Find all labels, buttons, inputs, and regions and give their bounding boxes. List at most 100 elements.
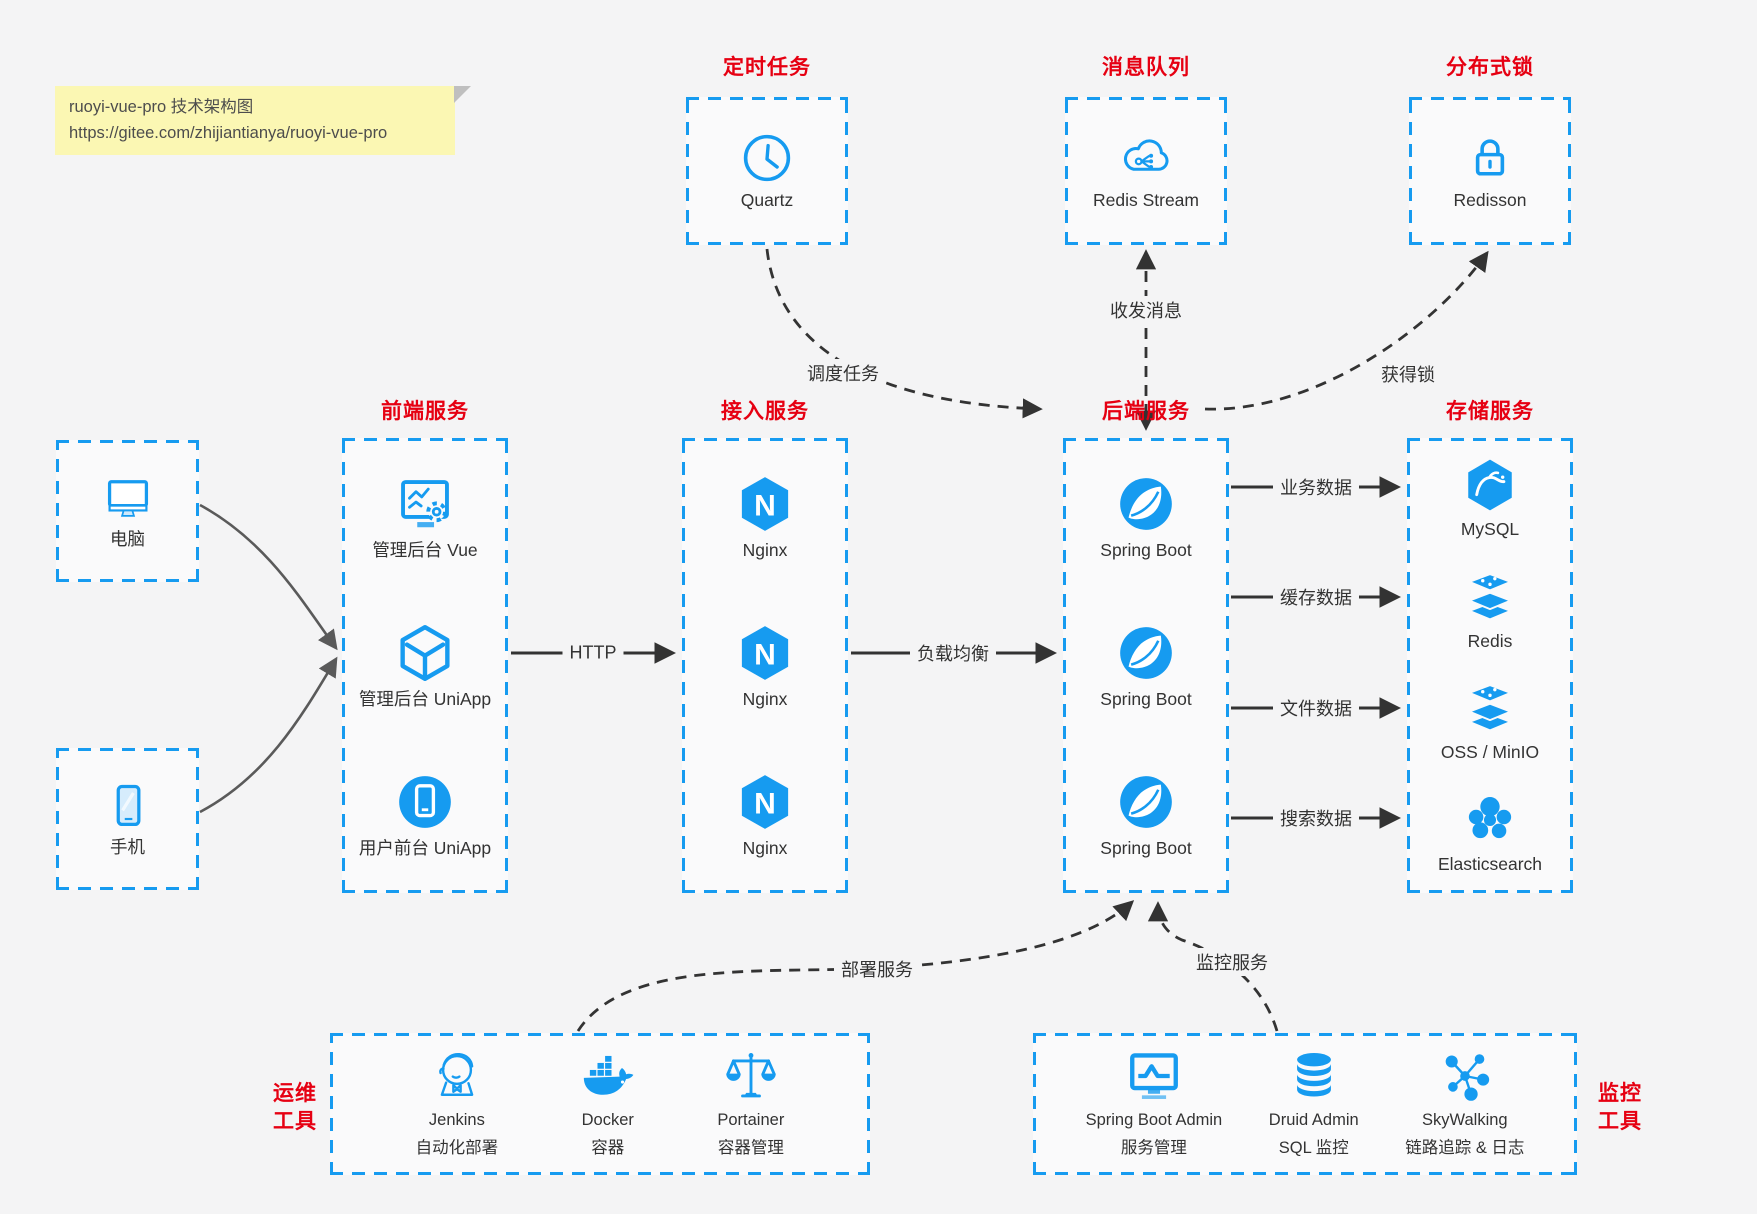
spring-boot-icon bbox=[1120, 477, 1172, 530]
group-title-access: 接入服务 bbox=[721, 400, 809, 423]
node-label: Nginx bbox=[742, 688, 788, 709]
box-ops-tools: Jenkins 自动化部署 Docker 容器 bbox=[330, 1033, 870, 1175]
node-spring-boot-3: Spring Boot bbox=[1100, 771, 1192, 859]
nginx-icon: N bbox=[741, 774, 789, 829]
user-app-icon bbox=[399, 775, 451, 828]
lock-icon bbox=[1475, 139, 1505, 176]
group-title-message-queue: 消息队列 bbox=[1102, 56, 1190, 79]
group-title-scheduled-task: 定时任务 bbox=[723, 56, 811, 79]
group-title-line: 工具 bbox=[273, 1110, 317, 1134]
edge-label-monitor-service: 监控服务 bbox=[1189, 948, 1275, 976]
group-title-ops-tools: 运维 工具 bbox=[266, 1080, 324, 1137]
node-admin-uniapp: 管理后台 UniApp bbox=[359, 622, 491, 710]
node-label: 用户前台 UniApp bbox=[358, 837, 492, 858]
nginx-icon: N bbox=[741, 476, 789, 531]
node-nginx-3: N Nginx bbox=[735, 771, 795, 859]
node-label: Quartz bbox=[740, 190, 794, 210]
edge-label-search-data: 搜索数据 bbox=[1273, 804, 1359, 832]
desktop-icon bbox=[107, 480, 148, 517]
box-mobile-client: 手机 bbox=[56, 748, 199, 890]
node-sublabel: 链路追踪 & 日志 bbox=[1405, 1139, 1525, 1157]
group-title-line: 工具 bbox=[1598, 1110, 1642, 1134]
node-nginx-2: N Nginx bbox=[735, 622, 795, 710]
edge-mobile-to-frontend bbox=[199, 656, 338, 814]
box-access-services: N Nginx N Nginx N Nginx bbox=[682, 438, 848, 893]
note-fold-corner bbox=[454, 86, 471, 103]
node-label: OSS / MinIO bbox=[1440, 742, 1540, 763]
edge-label-send-receive-message: 收发消息 bbox=[1103, 296, 1189, 324]
node-label: Redis Stream bbox=[1092, 190, 1199, 210]
node-jenkins: Jenkins 自动化部署 bbox=[416, 1047, 498, 1161]
note-title: ruoyi-vue-pro 技术架构图 bbox=[69, 98, 254, 116]
box-redisson: Redisson bbox=[1409, 97, 1571, 245]
node-oss-minio: OSS / MinIO bbox=[1441, 679, 1539, 763]
node-user-uniapp: 用户前台 UniApp bbox=[359, 771, 491, 859]
spring-boot-icon bbox=[1120, 626, 1172, 679]
svg-text:N: N bbox=[754, 787, 776, 820]
node-spring-boot-2: Spring Boot bbox=[1100, 622, 1192, 710]
edge-label-acquire-lock: 获得锁 bbox=[1374, 360, 1442, 388]
jenkins-icon bbox=[439, 1053, 474, 1097]
mysql-icon bbox=[1468, 459, 1512, 511]
node-label: Spring Boot Admin bbox=[1085, 1111, 1223, 1130]
node-label: Elasticsearch bbox=[1437, 854, 1543, 875]
skywalking-icon bbox=[1445, 1054, 1489, 1101]
node-label: Spring Boot bbox=[1100, 837, 1192, 858]
group-title-line: 监控 bbox=[1598, 1082, 1642, 1105]
node-label: Spring Boot bbox=[1100, 539, 1192, 560]
node-label: Nginx bbox=[742, 539, 788, 560]
group-title-backend: 后端服务 bbox=[1102, 400, 1190, 423]
node-redisson: Redisson bbox=[1453, 131, 1527, 211]
node-redis-stream: Redis Stream bbox=[1093, 131, 1199, 211]
group-title-distributed-lock: 分布式锁 bbox=[1446, 56, 1534, 79]
spring-boot-admin-icon bbox=[1129, 1053, 1178, 1100]
portainer-icon bbox=[726, 1053, 776, 1098]
sticky-note: ruoyi-vue-pro 技术架构图 https://gitee.com/zh… bbox=[55, 86, 471, 156]
svg-text:N: N bbox=[754, 489, 776, 522]
node-label: Jenkins bbox=[428, 1111, 485, 1130]
node-label: SkyWalking bbox=[1422, 1111, 1508, 1130]
node-druid-admin: Druid Admin SQL 监控 bbox=[1269, 1047, 1359, 1161]
node-label: 管理后台 Vue bbox=[372, 539, 478, 560]
redis-icon bbox=[1468, 572, 1512, 620]
druid-icon bbox=[1296, 1053, 1331, 1097]
box-desktop-client: 电脑 bbox=[56, 440, 199, 582]
node-mobile: 手机 bbox=[102, 780, 154, 858]
svg-text:N: N bbox=[754, 638, 776, 671]
node-spring-boot-1: Spring Boot bbox=[1100, 473, 1192, 561]
edge-deploy-service bbox=[576, 900, 1135, 1032]
group-title-monitor-tools: 监控 工具 bbox=[1591, 1080, 1649, 1137]
spring-boot-icon bbox=[1120, 775, 1172, 828]
node-elasticsearch: Elasticsearch bbox=[1438, 791, 1542, 875]
box-backend-services: Spring Boot Spring Boot Spring Boot bbox=[1063, 438, 1229, 893]
node-label: MySQL bbox=[1460, 518, 1520, 539]
box-quartz: Quartz bbox=[686, 97, 848, 245]
node-label: Redis bbox=[1467, 630, 1513, 651]
edge-label-schedule-task: 调度任务 bbox=[800, 359, 886, 387]
node-admin-vue: 管理后台 Vue bbox=[372, 473, 478, 561]
nginx-icon: N bbox=[741, 625, 789, 680]
node-quartz: Quartz bbox=[740, 131, 794, 211]
oss-minio-icon bbox=[1468, 684, 1512, 732]
node-label: Portainer bbox=[717, 1111, 785, 1130]
group-title-storage: 存储服务 bbox=[1446, 400, 1534, 423]
node-sublabel: 容器 bbox=[591, 1139, 625, 1157]
node-label: 手机 bbox=[110, 837, 145, 857]
node-sublabel: 容器管理 bbox=[717, 1139, 784, 1157]
node-label: Redisson bbox=[1453, 190, 1527, 210]
edge-acquire-lock bbox=[1204, 250, 1489, 411]
note-url: https://gitee.com/zhijiantianya/ruoyi-vu… bbox=[69, 123, 388, 142]
node-label: 电脑 bbox=[110, 529, 145, 549]
uniapp-cube-icon bbox=[400, 624, 450, 681]
node-label: 管理后台 UniApp bbox=[358, 688, 492, 709]
node-sublabel: 服务管理 bbox=[1120, 1139, 1187, 1157]
mobile-icon bbox=[116, 784, 140, 827]
edge-schedule-task bbox=[765, 248, 1043, 419]
node-sublabel: SQL 监控 bbox=[1278, 1139, 1349, 1157]
node-label: Spring Boot bbox=[1100, 688, 1192, 709]
node-redis: Redis bbox=[1461, 568, 1519, 652]
edge-label-file-data: 文件数据 bbox=[1273, 694, 1359, 722]
edge-desktop-to-frontend bbox=[199, 503, 338, 651]
box-frontend-services: 管理后台 Vue 管理后台 UniApp 用户前台 UniApp bbox=[342, 438, 508, 893]
